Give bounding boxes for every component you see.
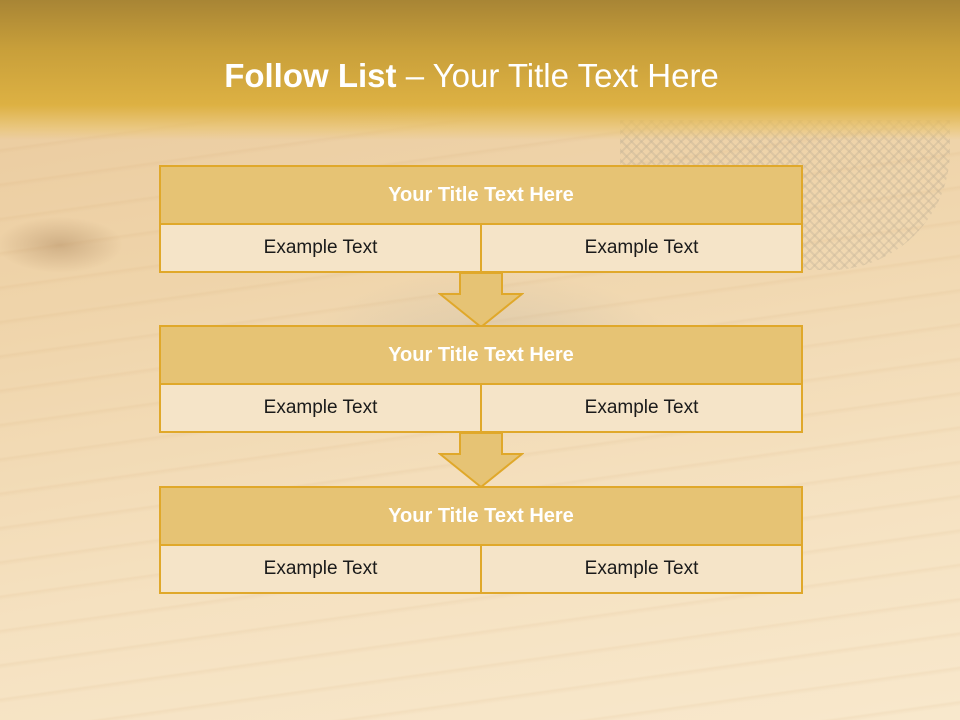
- block-cell-right: Example Text: [480, 385, 801, 431]
- block-row: Example Text Example Text: [161, 385, 801, 431]
- list-block-3: Your Title Text Here Example Text Exampl…: [159, 486, 803, 594]
- block-cell-left: Example Text: [263, 397, 378, 418]
- down-arrow-icon: [438, 272, 524, 328]
- block-cell-right: Example Text: [480, 546, 801, 592]
- title-bold: Follow List: [224, 57, 397, 94]
- block-title: Your Title Text Here: [161, 167, 801, 225]
- header-band: [0, 0, 960, 140]
- block-cell-right: Example Text: [480, 225, 801, 271]
- block-row: Example Text Example Text: [161, 546, 801, 592]
- list-block-1: Your Title Text Here Example Text Exampl…: [159, 165, 803, 273]
- down-arrow-icon: [438, 432, 524, 488]
- block-row: Example Text Example Text: [161, 225, 801, 271]
- title-rest: – Your Title Text Here: [396, 57, 719, 94]
- list-block-2: Your Title Text Here Example Text Exampl…: [159, 325, 803, 433]
- block-cell-left: Example Text: [263, 237, 378, 258]
- block-title: Your Title Text Here: [161, 488, 801, 546]
- slide-title: Follow List – Your Title Text Here: [0, 55, 943, 97]
- block-cell-left: Example Text: [263, 558, 378, 579]
- block-title: Your Title Text Here: [161, 327, 801, 385]
